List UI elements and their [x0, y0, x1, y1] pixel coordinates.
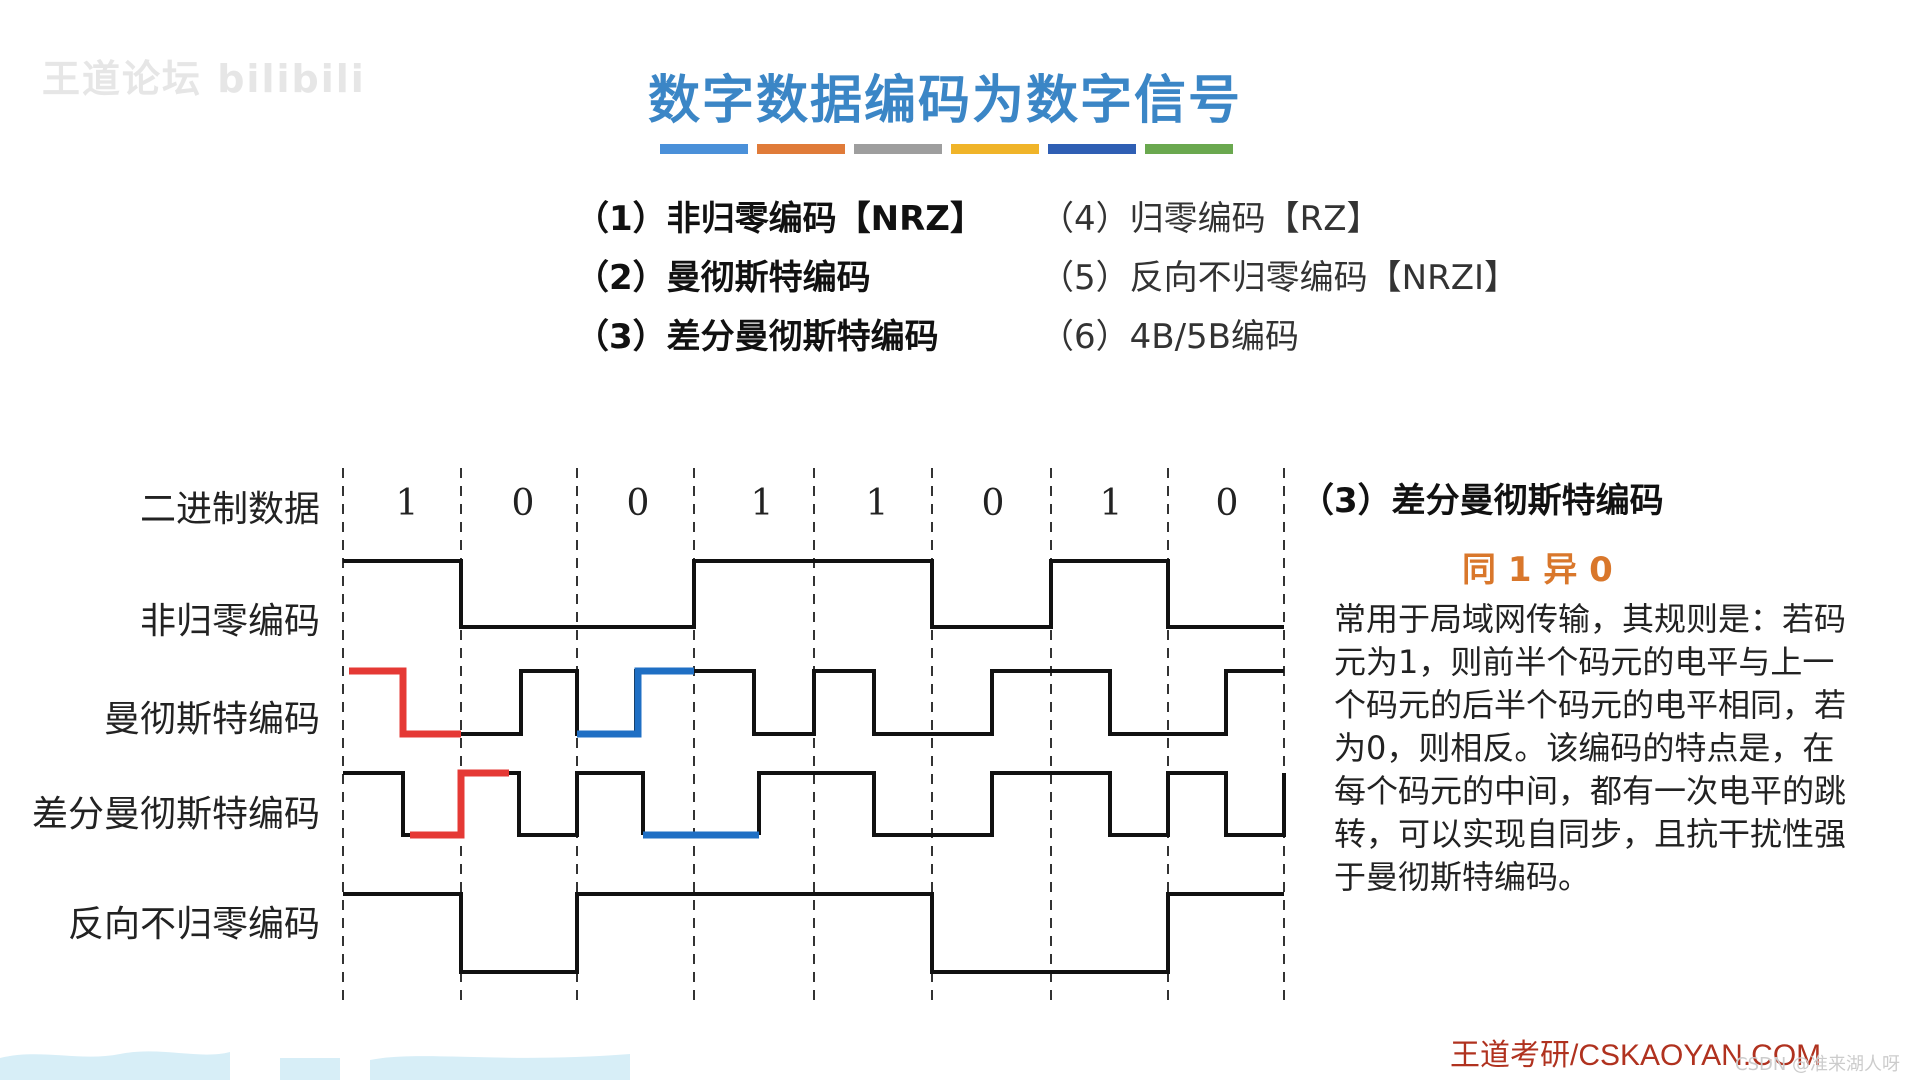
color-bar-darkblue [1048, 144, 1136, 154]
nrzi-waveform [343, 892, 1284, 974]
bit-value: 0 [981, 483, 1005, 524]
bit-value: 1 [395, 483, 419, 524]
row-label-diff-manchester: 差分曼彻斯特编码 [31, 794, 320, 835]
color-bar-blue [660, 144, 748, 154]
menu-item-4b5b: （6）4B/5B编码 [1040, 317, 1300, 357]
diff-manchester-path [343, 771, 1286, 837]
footer-brand: 王道考研/CSKAOYAN.COM [1450, 1039, 1822, 1072]
color-bar-green [1145, 144, 1233, 154]
row-label-manchester: 曼彻斯特编码 [103, 699, 320, 740]
bit-value: 1 [750, 483, 774, 524]
side-rule: 同 1 异 0 [1462, 550, 1613, 590]
diff-manchester-highlight-1 [410, 769, 509, 839]
menu-item-nrzi: （5）反向不归零编码【NRZI】 [1040, 258, 1519, 298]
decorative-wave [0, 1051, 630, 1080]
bit-value: 0 [626, 483, 650, 524]
menu-item-diff-manchester: （3）差分曼彻斯特编码 [575, 317, 939, 357]
bit-boundary-lines [342, 468, 1285, 1005]
bit-value: 0 [1215, 483, 1239, 524]
nrz-waveform [343, 559, 1284, 629]
color-bar-yellow [951, 144, 1039, 154]
watermark-logo: 王道论坛 bilibili [42, 57, 366, 101]
row-label-nrzi: 反向不归零编码 [67, 904, 320, 945]
color-bar-orange [757, 144, 845, 154]
menu-item-manchester: （2）曼彻斯特编码 [575, 258, 871, 298]
row-label-nrz: 非归零编码 [139, 601, 320, 642]
encoding-list-left: （1）非归零编码【NRZ】 （2）曼彻斯特编码 （3）差分曼彻斯特编码 [575, 190, 984, 367]
bit-value: 0 [511, 483, 535, 524]
manchester-highlight-1 [349, 667, 461, 738]
page-title: 数字数据编码为数字信号 [647, 71, 1242, 131]
bit-value: 1 [1099, 483, 1123, 524]
menu-item-rz: （4）归零编码【RZ】 [1040, 199, 1381, 239]
encoding-list-right: （4）归零编码【RZ】 （5）反向不归零编码【NRZI】 （6）4B/5B编码 [1040, 190, 1518, 367]
bit-value: 1 [865, 483, 889, 524]
menu-item-nrz: （1）非归零编码【NRZ】 [575, 199, 984, 239]
side-section-title: （3）差分曼彻斯特编码 [1300, 481, 1664, 521]
footer-credit: CSDN @准来湖人呀 [1735, 1054, 1901, 1075]
row-label-binary: 二进制数据 [139, 489, 320, 530]
color-bar-gray [854, 144, 942, 154]
side-description: 常用于局域网传输，其规则是：若码元为1，则前半个码元的电平与上一个码元的后半个码… [1334, 600, 1847, 896]
manchester-waveform [461, 669, 1284, 736]
encoding-waveform-diagram [342, 468, 1286, 1005]
manchester-highlight-0 [577, 667, 694, 738]
